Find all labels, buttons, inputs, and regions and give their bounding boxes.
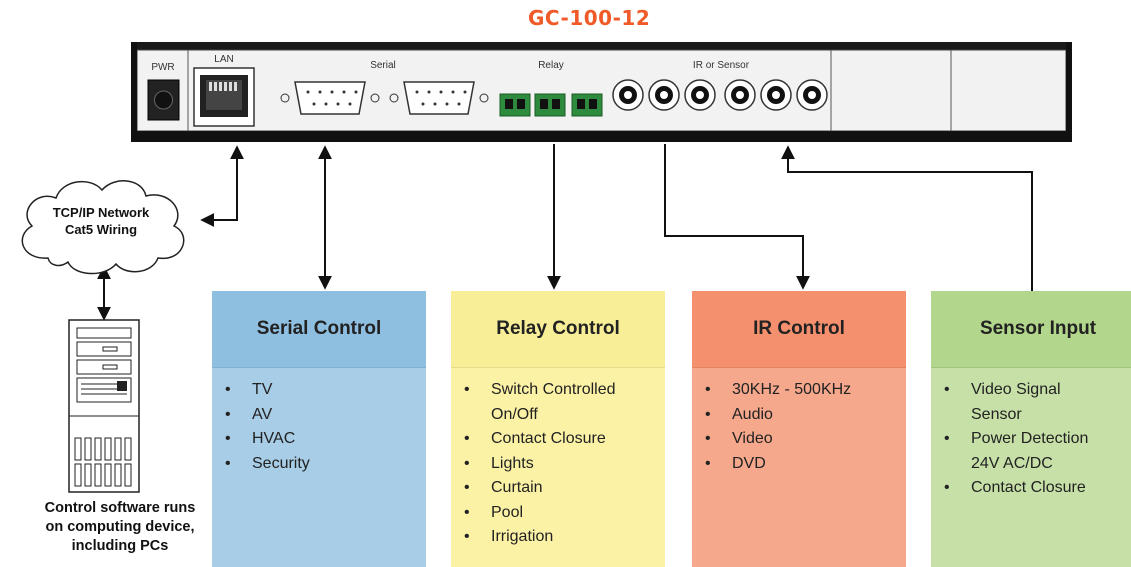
computer-caption: Control software runs on computing devic… <box>0 499 240 556</box>
card-header: Serial Control <box>212 291 426 368</box>
card-list: • Video Signal Sensor • Power Detection 24V… <box>931 368 1131 501</box>
relay-terminals <box>499 93 603 117</box>
card-header: Relay Control <box>451 291 665 368</box>
card-list-item: • Irrigation <box>464 525 665 550</box>
bullet-icon: • <box>464 381 470 398</box>
card-header: Sensor Input <box>931 291 1131 368</box>
bullet-icon: • <box>225 381 231 398</box>
card-list-item-text: Switch Controlled On/Off <box>491 381 616 423</box>
network-label: TCP/IP Network Cat5 Wiring <box>36 204 166 238</box>
sensor-arrow <box>781 145 1033 291</box>
serial-control-card: Serial Control • TV • AV • HVAC • Security <box>212 291 426 567</box>
card-list-item-text: Contact Closure <box>491 430 606 447</box>
card-body: • TV • AV • HVAC • Security <box>212 368 426 567</box>
card-list-item: • Contact Closure <box>464 427 665 452</box>
card-list-item: • HVAC <box>225 427 426 452</box>
card-title: Sensor Input <box>979 318 1097 339</box>
ir-sensor-label: IR or Sensor <box>693 60 750 71</box>
card-list-item-text: HVAC <box>252 430 296 447</box>
card-list-item: • Security <box>225 452 426 477</box>
serial-port-1 <box>280 81 380 115</box>
card-list-item: • Lights <box>464 452 665 477</box>
relay-label: Relay <box>538 60 564 71</box>
card-list-item-text: AV <box>252 405 273 423</box>
card-list: • 30KHz - 500KHz • Audio • Video • DVD <box>692 368 906 476</box>
card-body: • Switch Controlled On/Off • Contact Closur… <box>451 368 665 567</box>
sensor-input-card: Sensor Input • Video Signal Sensor • Power … <box>931 291 1131 567</box>
card-list: • TV • AV • HVAC • Security <box>212 368 426 476</box>
card-list-item-text: Curtain <box>491 479 543 496</box>
computer-caption-line-2: on computing device, <box>45 519 195 535</box>
card-header: IR Control <box>692 291 906 368</box>
ir-arrow <box>664 144 810 290</box>
computer-caption-line-1: Control software runs <box>44 500 196 516</box>
card-list-item-text: 30KHz - 500KHz <box>732 381 852 398</box>
bullet-icon: • <box>464 479 470 496</box>
ir-control-card: IR Control • 30KHz - 500KHz • Audio • Video • D… <box>692 291 906 567</box>
card-title: IR Control <box>753 318 845 339</box>
card-list-item: • Video Signal Sensor <box>944 378 1131 427</box>
computer-caption-line-3: including PCs <box>71 538 169 554</box>
card-list-item-text: DVD <box>732 454 766 472</box>
lan-network-arrow <box>200 145 244 227</box>
card-list-item: • Pool <box>464 501 665 526</box>
card-title: Relay Control <box>496 318 620 339</box>
bullet-icon: • <box>705 381 711 398</box>
bullet-icon: • <box>705 430 711 447</box>
card-list-item-text: Irrigation <box>491 528 554 545</box>
network-line-2: Cat5 Wiring <box>64 222 138 237</box>
device-title-text: GC-100-12 <box>528 6 651 30</box>
network-cloud-icon <box>21 180 185 275</box>
card-list-item-text: Audio <box>732 405 773 423</box>
card-list-item: • DVD <box>705 452 906 477</box>
serial-label: Serial <box>370 60 396 71</box>
bullet-icon: • <box>944 479 950 496</box>
card-body: • Video Signal Sensor • Power Detection 24V… <box>931 368 1131 567</box>
bullet-icon: • <box>944 381 950 398</box>
lan-label: LAN <box>214 54 233 65</box>
card-list-item: • Video <box>705 427 906 452</box>
card-list-item-text: Contact Closure <box>971 479 1086 496</box>
card-list-item-text: Pool <box>491 503 524 521</box>
bullet-icon: • <box>225 454 231 472</box>
card-body: • 30KHz - 500KHz • Audio • Video • DVD <box>692 368 906 567</box>
card-list-item-text: Lights <box>491 454 534 472</box>
card-list-item-text: Power Detection 24V AC/DC <box>971 430 1089 472</box>
computer-tower-icon <box>68 319 140 493</box>
card-list-item: • AV <box>225 403 426 428</box>
bullet-icon: • <box>225 430 231 447</box>
bullet-icon: • <box>944 430 950 447</box>
card-list: • Switch Controlled On/Off • Contact Closur… <box>451 368 665 550</box>
card-list-item-text: Security <box>252 454 310 472</box>
card-list-item: • Switch Controlled On/Off <box>464 378 665 427</box>
bullet-icon: • <box>225 405 231 423</box>
serial-port-2 <box>389 81 489 115</box>
card-list-item: • Contact Closure <box>944 476 1131 501</box>
card-list-item: • Power Detection 24V AC/DC <box>944 427 1131 476</box>
network-line-1: TCP/IP Network <box>52 205 150 220</box>
bullet-icon: • <box>464 503 470 521</box>
bullet-icon: • <box>705 405 711 423</box>
card-list-item-text: Video <box>732 430 773 447</box>
ir-sensor-jacks <box>612 79 828 111</box>
card-list-item: • Curtain <box>464 476 665 501</box>
bullet-icon: • <box>464 454 470 472</box>
card-list-item-text: TV <box>252 381 273 398</box>
bullet-icon: • <box>705 454 711 472</box>
bullet-icon: • <box>464 528 470 545</box>
card-list-item: • TV <box>225 378 426 403</box>
card-list-item: • Audio <box>705 403 906 428</box>
card-list-item: • 30KHz - 500KHz <box>705 378 906 403</box>
card-title: Serial Control <box>256 318 382 339</box>
bullet-icon: • <box>464 430 470 447</box>
pwr-label: PWR <box>151 62 174 73</box>
relay-control-card: Relay Control •Switch Controlled On/Off•… <box>451 291 665 567</box>
gc-100-device: PWR LAN Serial Relay IR or Sensor <box>131 42 1072 142</box>
card-list-item-text: Video Signal Sensor <box>971 381 1061 423</box>
